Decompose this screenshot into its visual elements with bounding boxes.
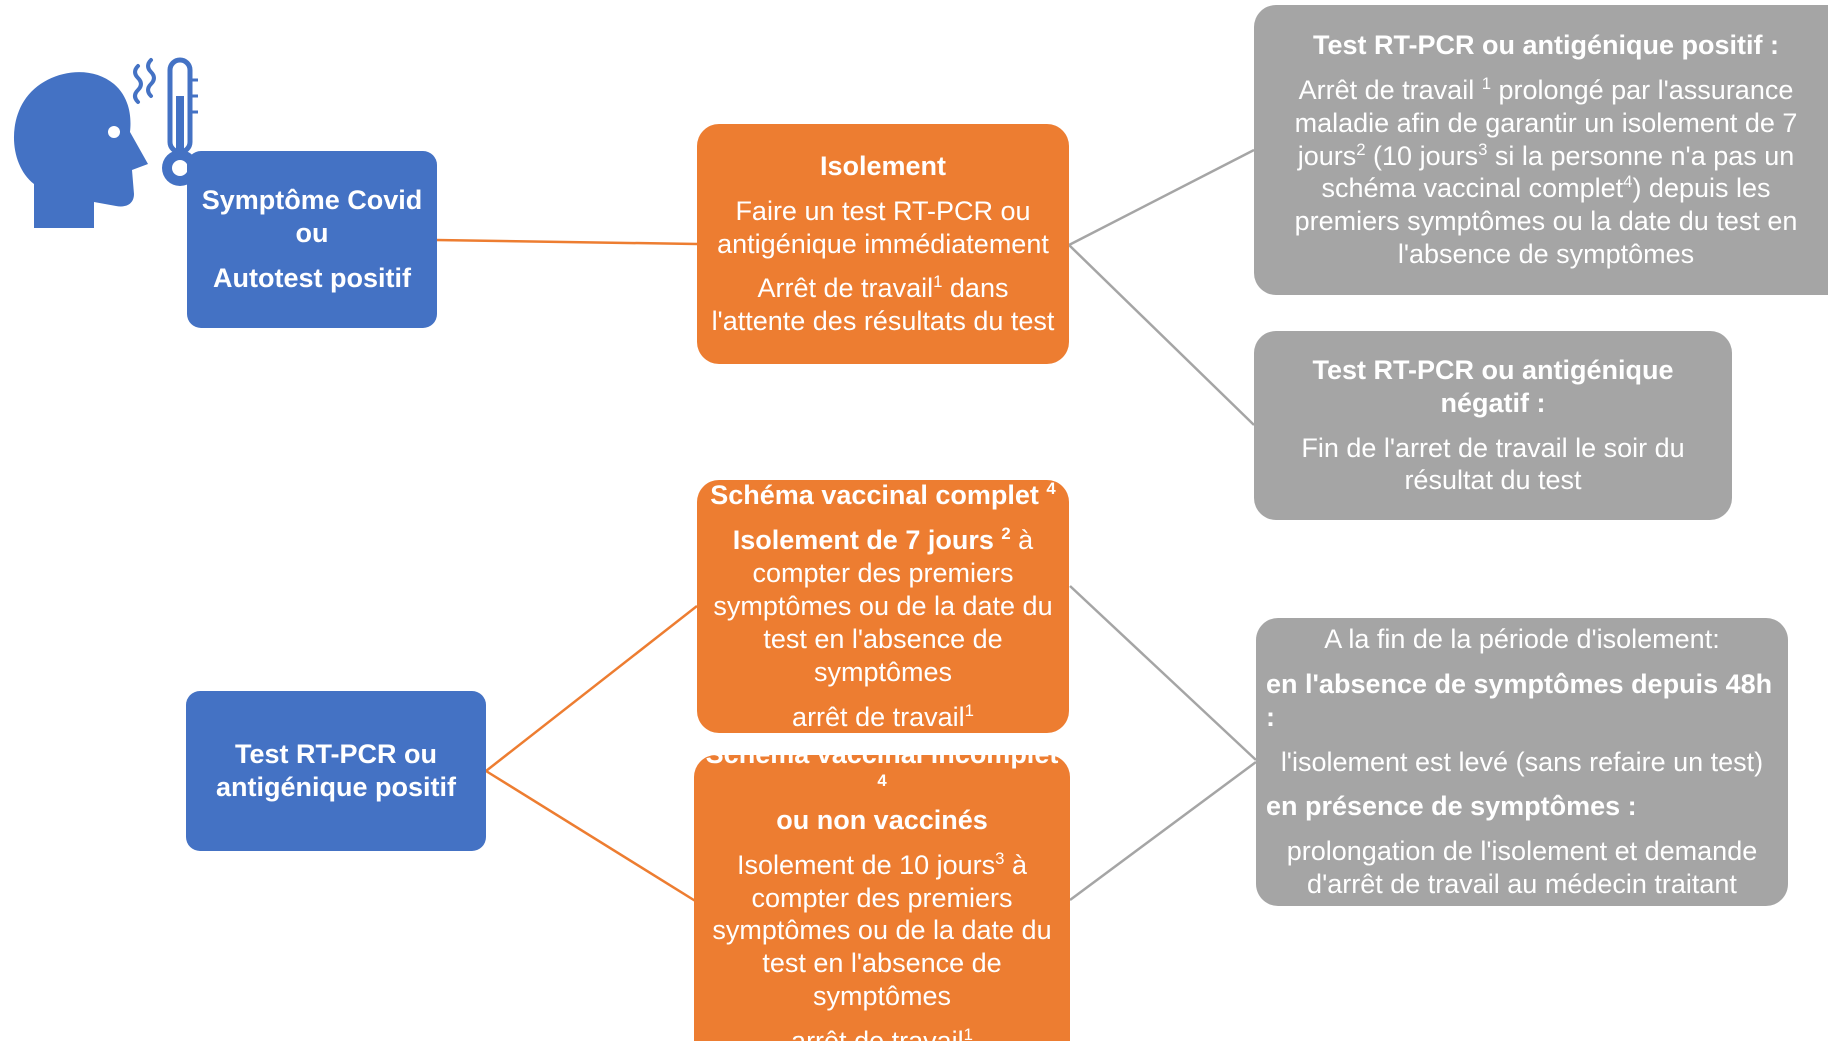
fin-intro: A la fin de la période d'isolement: <box>1324 623 1720 654</box>
schema-incomplet-box: Schéma vaccinal incomplet 4 ou non vacci… <box>694 739 1070 1056</box>
complet-title: Schéma vaccinal complet 4 <box>710 479 1056 511</box>
incomplet-title2: ou non vaccinés <box>776 804 988 835</box>
connector-test-incomplet <box>485 769 698 904</box>
incomplet-isolement: Isolement de 10 jours3 à compter des pre… <box>712 848 1052 1012</box>
symptome-line3: Autotest positif <box>213 262 411 293</box>
connector-test-complet <box>485 605 698 772</box>
test-positif-text: Arrêt de travail 1 prolongé par l'assura… <box>1294 73 1798 270</box>
fin-presence-heading: en présence de symptômes : <box>1266 791 1637 822</box>
symptome-covid-box: Symptôme Covid ou Autotest positif <box>187 151 437 328</box>
complet-arret: arrêt de travail1 <box>792 700 974 732</box>
connector-complet-fin <box>1069 585 1257 761</box>
person-fever-thermometer-icon <box>13 57 198 229</box>
connector-incomplet-fin <box>1069 760 1257 902</box>
incomplet-arret: arrêt de travail1 <box>791 1025 973 1057</box>
test-positif-blue-text: Test RT-PCR ou antigénique positif <box>216 739 456 802</box>
fin-presence-text: prolongation de l'isolement et demande d… <box>1286 836 1758 900</box>
test-positif-box: Test RT-PCR ou antigénique positif : Arr… <box>1254 5 1828 295</box>
test-negatif-box: Test RT-PCR ou antigénique négatif : Fin… <box>1254 331 1732 520</box>
test-positif-title: Test RT-PCR ou antigénique positif : <box>1313 29 1779 60</box>
fin-periode-box: A la fin de la période d'isolement: en l… <box>1256 618 1788 906</box>
symptome-line1: Symptôme Covid <box>201 185 423 216</box>
isolement-box: Isolement Faire un test RT-PCR ou antigé… <box>697 124 1069 364</box>
isolement-text2: Arrêt de travail1 dans l'attente des rés… <box>711 272 1055 337</box>
test-positif-blue-box: Test RT-PCR ou antigénique positif <box>186 691 486 851</box>
connector-isolement-positif <box>1068 148 1255 247</box>
test-negatif-title: Test RT-PCR ou antigénique négatif : <box>1312 354 1674 418</box>
complet-isolement: Isolement de 7 jours 2 à compter des pre… <box>713 524 1053 687</box>
connector-symptome-isolement <box>435 238 698 246</box>
symptome-line2: ou <box>295 218 329 249</box>
connector-isolement-negatif <box>1068 244 1255 426</box>
isolement-text1: Faire un test RT-PCR ou antigénique immé… <box>717 195 1049 259</box>
isolement-title: Isolement <box>819 150 947 181</box>
schema-complet-box: Schéma vaccinal complet 4 Isolement de 7… <box>697 480 1069 733</box>
incomplet-title: Schéma vaccinal incomplet 4 <box>705 738 1059 790</box>
fin-absence-text: l'isolement est levé (sans refaire un te… <box>1280 746 1764 777</box>
fin-absence-heading: en l'absence de symptômes depuis 48h : <box>1266 668 1773 732</box>
test-negatif-text: Fin de l'arret de travail le soir du rés… <box>1301 432 1685 496</box>
